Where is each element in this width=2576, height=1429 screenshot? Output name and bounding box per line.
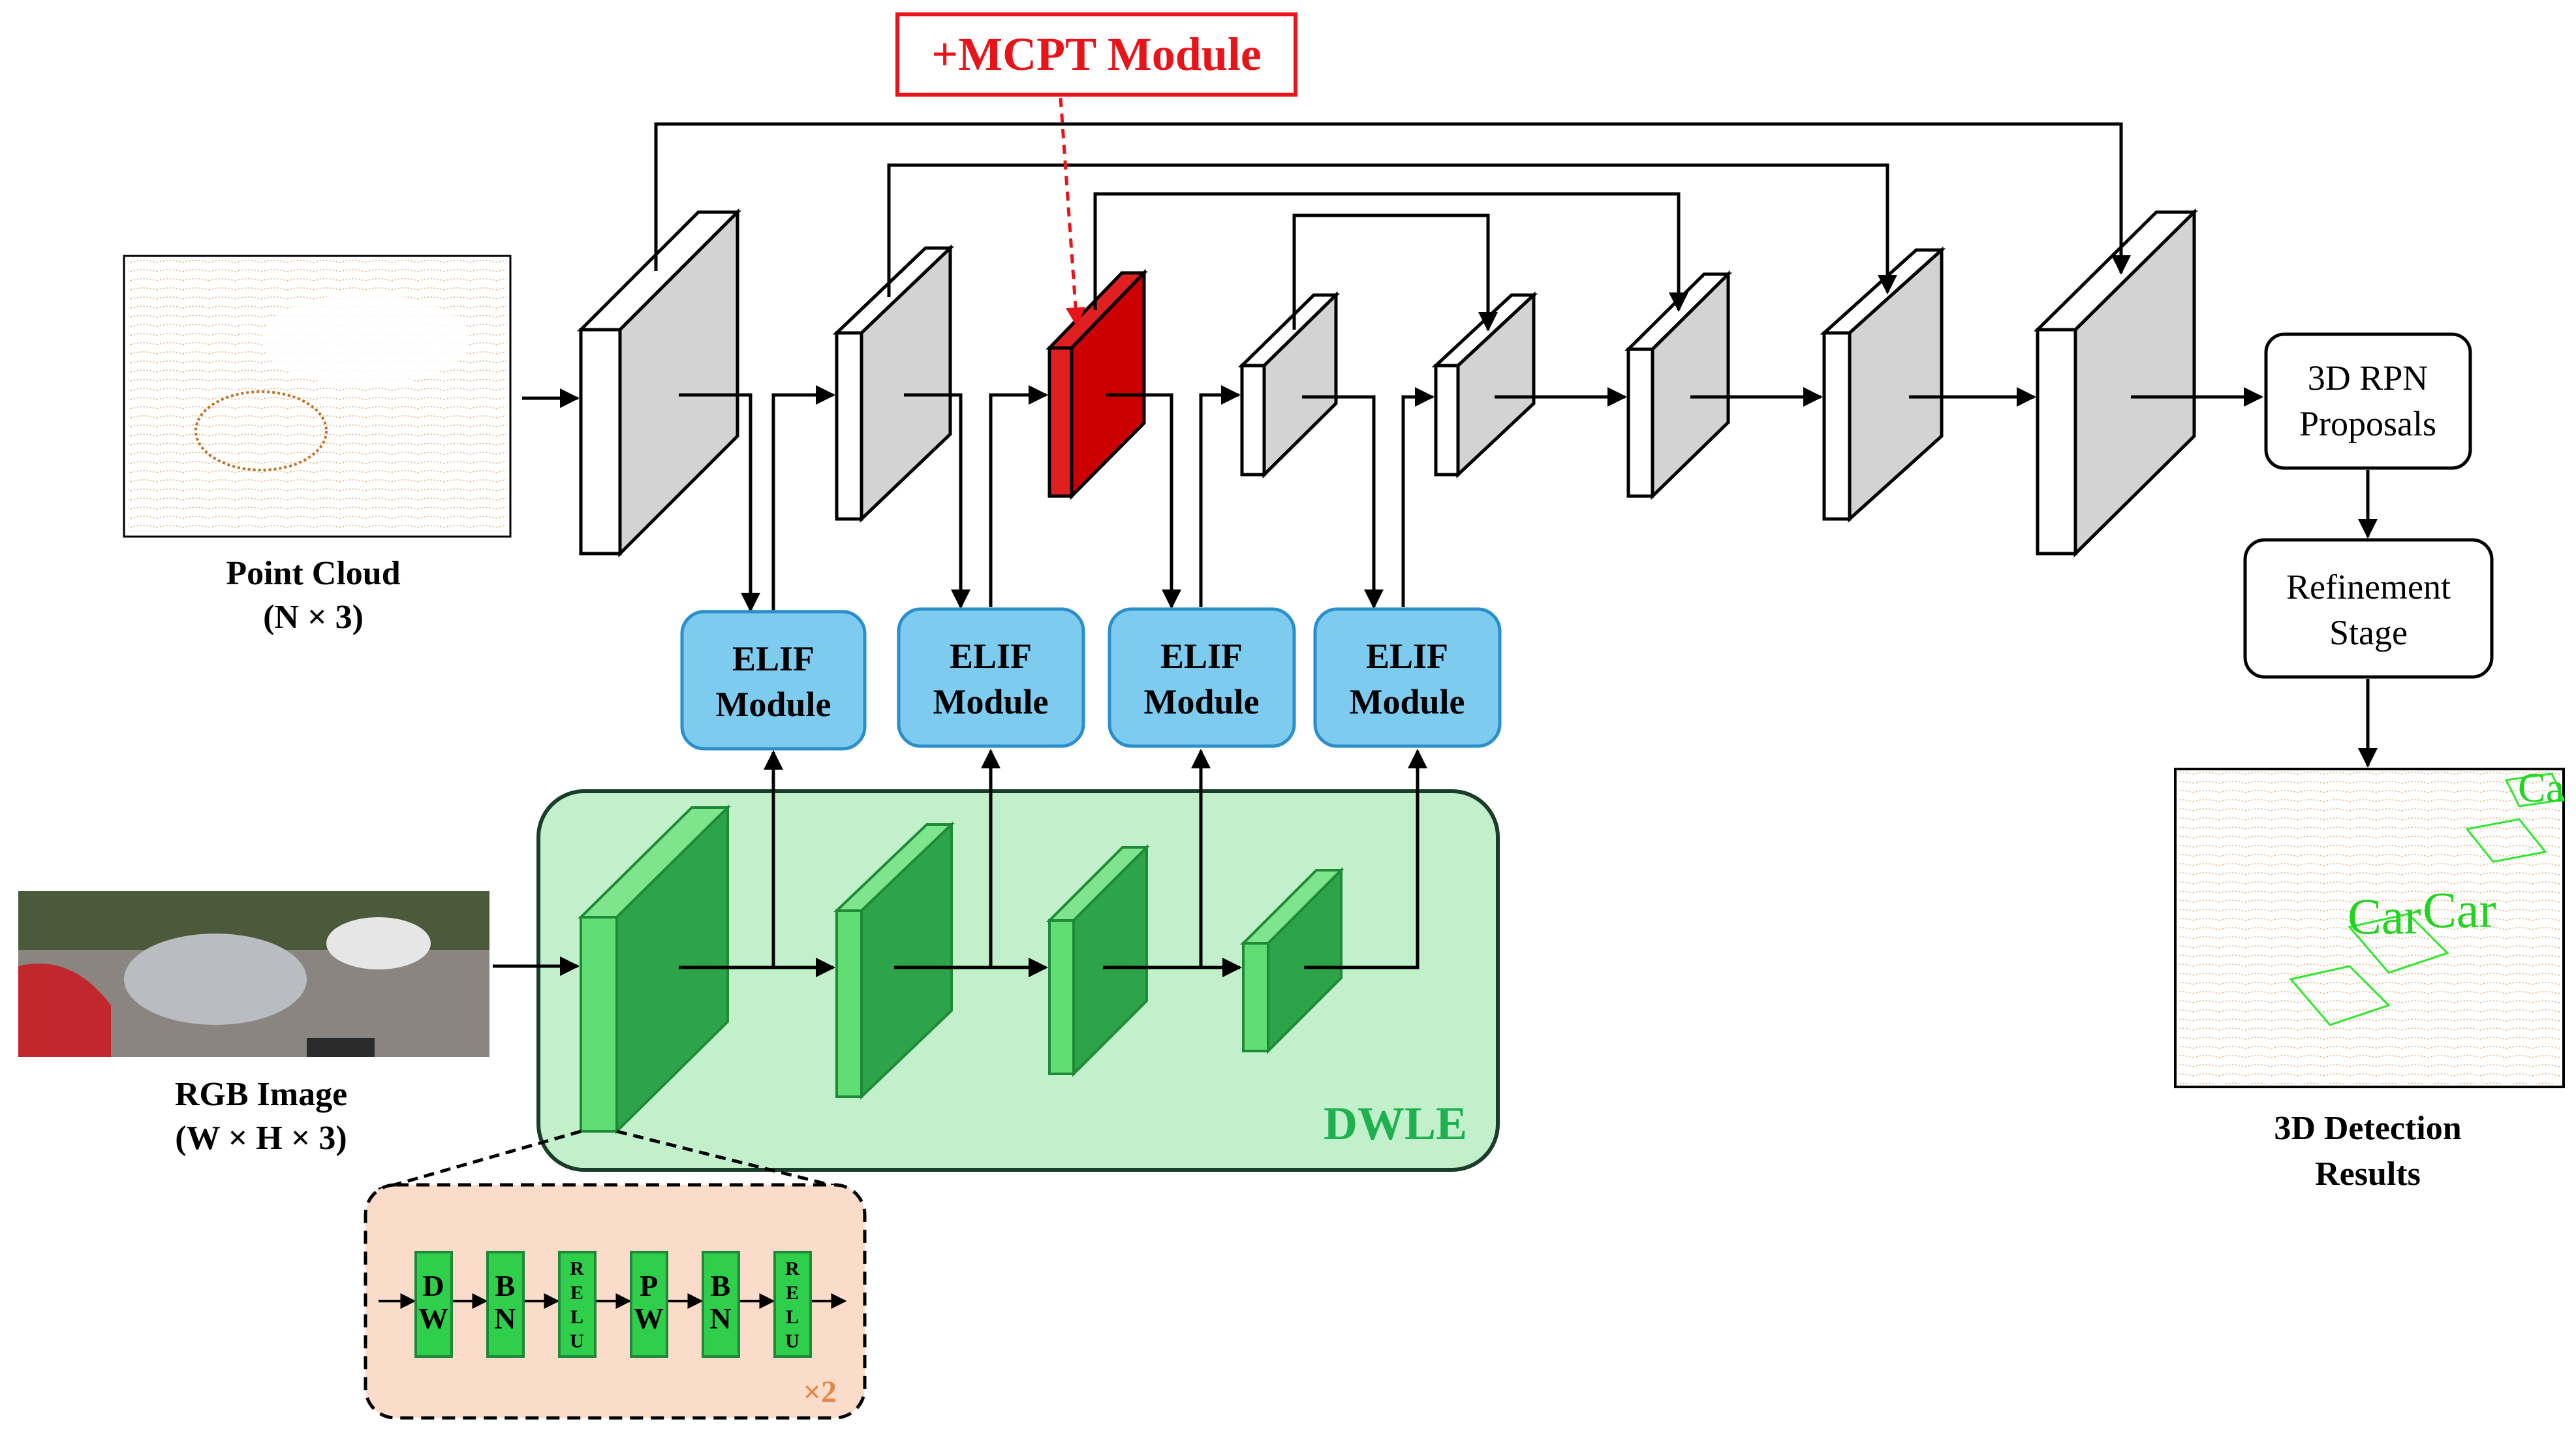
point-cloud-image [123,255,512,538]
rpn-line1: 3D RPN [2308,358,2429,398]
dwle-block-3 [1046,844,1150,1077]
point-cloud-label-line2: (N × 3) [263,599,364,636]
detail-block-relu-1: R E L U [558,1251,597,1358]
refinement-box: Refinement Stage [2243,538,2494,679]
detail-block-bn-1: B N [486,1251,525,1358]
elif-1-line2: Module [715,685,831,724]
feature-block-2 [832,244,955,523]
detail-block-dw: D W [414,1251,453,1358]
main-path-arrows [522,385,2263,612]
overlay-car-1: Car [2348,888,2421,945]
dwle-blocks [578,804,1344,1135]
elif-3-line1: ELIF [1160,636,1243,676]
feature-block-1 [576,208,742,558]
dwle-block-1 [578,804,731,1135]
elif-4-line1: ELIF [1366,636,1448,676]
dwle-label: DWLE [1324,1097,1467,1150]
elif-module-2: ELIF Module [897,607,1085,748]
elif-2-line1: ELIF [950,636,1032,676]
results-label-line2: Results [2315,1155,2421,1193]
refine-line2: Stage [2329,613,2408,652]
elif-2-line2: Module [933,682,1048,721]
feature-block-8 [2033,208,2199,557]
rpn-box: 3D RPN Proposals [2264,332,2472,470]
mcpt-feature-block [1046,268,1148,501]
detection-results-image: Car Car Ca [2174,764,2566,1088]
rgb-image [18,891,489,1057]
skip-connections [654,122,2131,332]
dwle-detail-blocks: D W B N R E L U P W B N R E L [414,1251,812,1358]
svg-text:R: R [785,1258,799,1280]
results-label-line1: 3D Detection [2274,1110,2461,1147]
detail-block-relu-2: R E L U [773,1251,812,1358]
detail-block-bn-2: B N [702,1251,740,1358]
svg-text:B: B [711,1269,731,1302]
rgb-label-line1: RGB Image [175,1076,347,1113]
svg-text:N: N [709,1302,731,1335]
rgb-label-line2: (W × H × 3) [175,1120,347,1157]
mcpt-label-box: +MCPT Module [895,12,1297,97]
dwle-arrows [493,749,1427,977]
svg-text:W: W [634,1302,664,1335]
svg-text:U: U [570,1330,584,1352]
svg-text:L: L [570,1306,583,1328]
svg-text:E: E [570,1282,583,1304]
repeat-label: ×2 [803,1375,837,1409]
elif-module-4: ELIF Module [1313,607,1502,748]
backbone-blocks [576,208,2199,558]
svg-text:W: W [418,1302,448,1335]
point-cloud-label-line1: Point Cloud [226,555,400,592]
svg-text:U: U [785,1330,799,1352]
svg-text:P: P [640,1269,658,1302]
refine-line1: Refinement [2286,567,2451,606]
svg-text:L: L [786,1306,799,1328]
svg-text:R: R [570,1258,584,1280]
svg-text:B: B [495,1269,516,1302]
feature-block-4 [1237,291,1341,479]
elif-module-1: ELIF Module [680,610,867,751]
elif-module-3: ELIF Module [1108,607,1296,748]
dwle-block-2 [833,821,955,1100]
feature-block-5 [1431,291,1538,479]
svg-text:D: D [422,1269,444,1302]
feature-block-7 [1820,246,1946,523]
mcpt-pointer-arrow [1059,97,1086,327]
overlay-car-2: Car [2423,881,2496,938]
dwle-block-4 [1240,867,1344,1054]
svg-text:E: E [786,1282,799,1304]
elif-3-line2: Module [1143,682,1259,721]
svg-text:N: N [494,1302,516,1335]
detail-block-pw: P W [630,1251,668,1358]
mcpt-label: +MCPT Module [931,28,1262,80]
rpn-line2: Proposals [2299,404,2436,443]
elif-1-line1: ELIF [732,639,815,678]
dwle-container: DWLE [536,789,1500,1172]
elif-4-line2: Module [1349,682,1465,721]
overlay-car-3: Ca [2518,764,2564,811]
